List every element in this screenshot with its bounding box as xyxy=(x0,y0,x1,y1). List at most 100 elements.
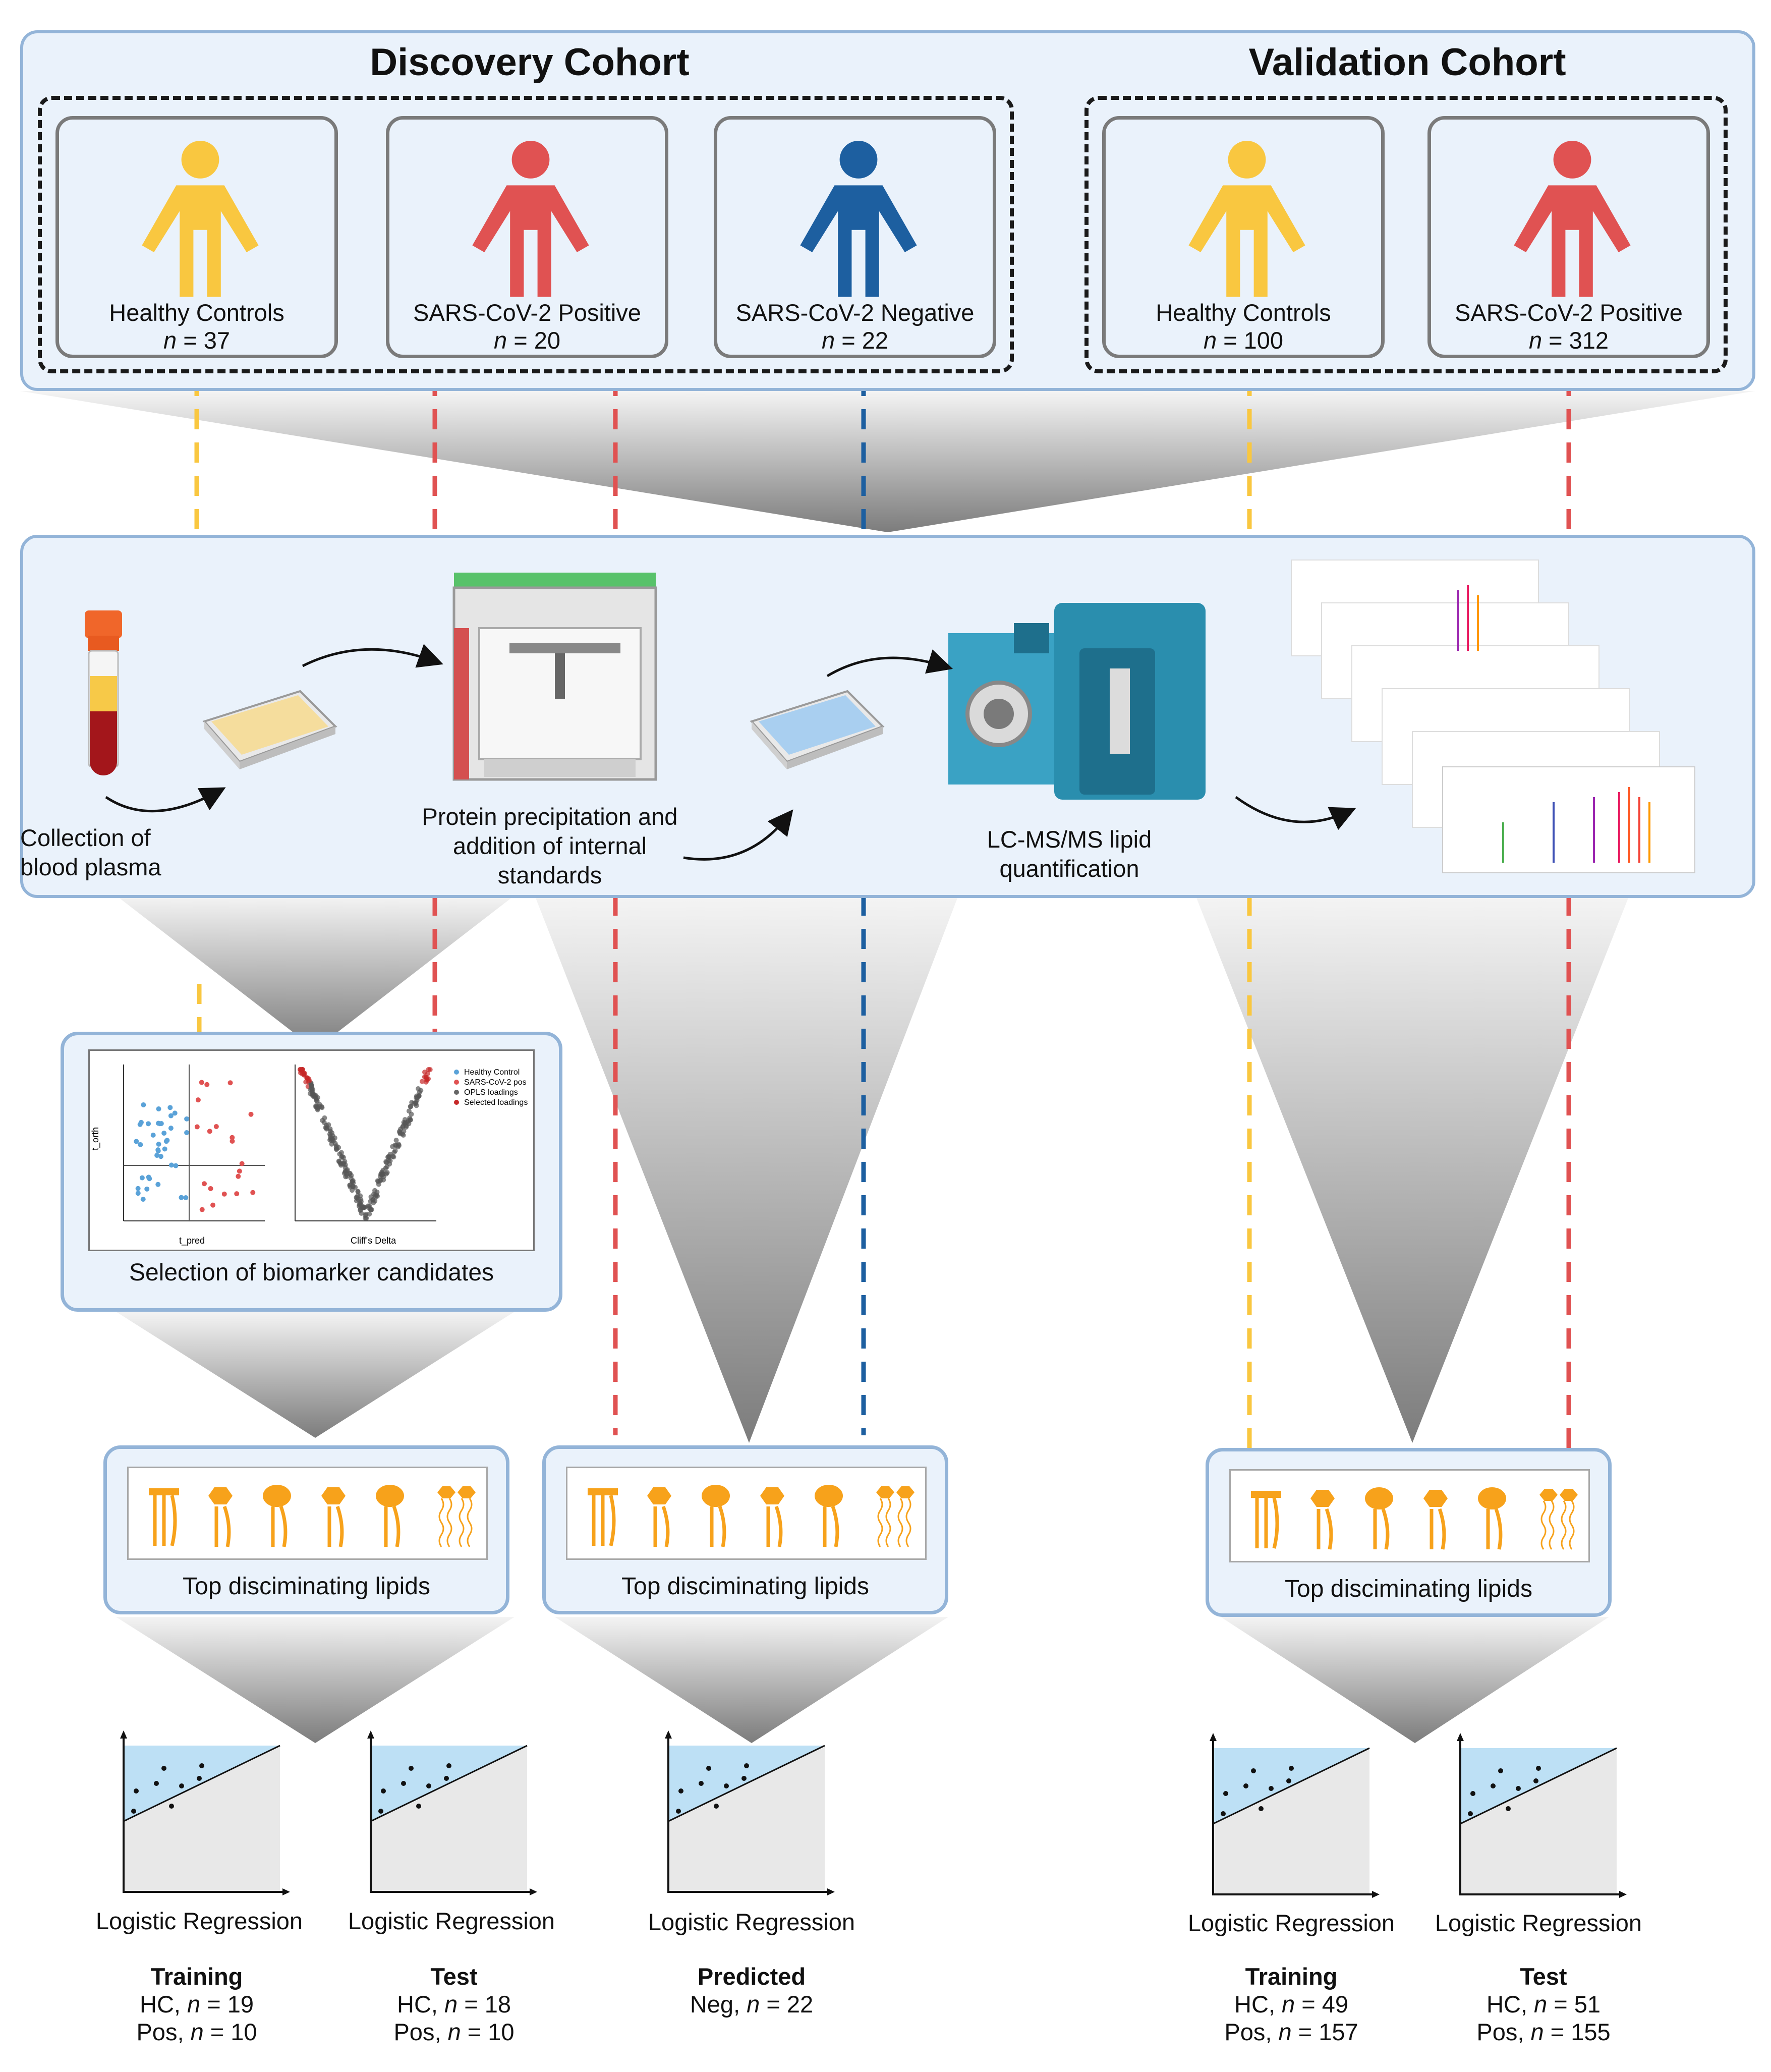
volcano-point xyxy=(350,1188,355,1193)
person-icon xyxy=(472,141,589,297)
volcano-point xyxy=(317,1102,322,1107)
volcano-point xyxy=(375,1178,380,1184)
lipid-icons xyxy=(1251,1487,1578,1550)
funnel-lipids-validation xyxy=(1221,1617,1609,1743)
scatter-point xyxy=(156,1141,161,1147)
scatter-point xyxy=(208,1186,213,1191)
group-card-hc-discovery: Healthy Controls n = 37 xyxy=(55,116,338,358)
biomarker-label: Selection of biomarker candidates xyxy=(129,1259,494,1286)
volcano-point xyxy=(315,1107,320,1112)
scatter-point xyxy=(179,1195,184,1200)
volcano-point xyxy=(355,1189,361,1195)
volcano-point xyxy=(320,1117,325,1123)
legend-item: Healthy Control xyxy=(464,1068,520,1077)
liquid-handler-icon xyxy=(452,573,657,781)
volcano-point xyxy=(364,1215,369,1221)
volcano-point xyxy=(395,1144,401,1150)
person-icon xyxy=(1514,141,1631,297)
scatter-point xyxy=(158,1154,163,1159)
validation-group-box xyxy=(1084,96,1728,373)
volcano-point xyxy=(370,1197,376,1202)
split-count: Neg, n = 22 xyxy=(690,1991,814,2018)
arrow-3 xyxy=(683,809,793,861)
scatter-point xyxy=(154,1153,160,1158)
group-label: SARS-CoV-2 Positive xyxy=(1455,299,1683,326)
arrow-5 xyxy=(1235,796,1356,830)
volcano-point xyxy=(385,1154,390,1160)
lipid-card-validation: Top disciminating lipids xyxy=(1206,1448,1612,1617)
volcano-point xyxy=(313,1092,318,1098)
volcano-point xyxy=(402,1117,408,1123)
funnel-lipids-negative xyxy=(555,1617,948,1743)
group-count: n = 22 xyxy=(822,327,888,354)
scatter-xlabel: t_pred xyxy=(179,1236,205,1246)
group-card-pos-discovery: SARS-CoV-2 Positive n = 20 xyxy=(386,116,668,358)
scatter-point xyxy=(234,1191,240,1197)
funnel-cohorts xyxy=(20,391,1755,532)
split-count: Pos, n = 10 xyxy=(393,2019,515,2045)
volcano-point xyxy=(350,1179,355,1184)
lipid-card-negative: Top disciminating lipids xyxy=(542,1445,948,1614)
volcano-point xyxy=(326,1122,331,1128)
scatter-point xyxy=(184,1116,190,1122)
group-count: n = 20 xyxy=(494,327,560,354)
volcano-point xyxy=(344,1168,350,1174)
regression-label: Logistic Regression xyxy=(1187,1910,1395,1936)
group-label: SARS-CoV-2 Negative xyxy=(735,299,975,326)
discovery-group-box xyxy=(38,96,1014,373)
split-title: Training xyxy=(150,1963,243,1990)
lipid-icons xyxy=(149,1485,476,1547)
person-icon xyxy=(1188,141,1305,297)
scatter-point xyxy=(213,1124,219,1129)
person-icon xyxy=(142,141,259,297)
volcano-point xyxy=(387,1158,393,1163)
volcano-point xyxy=(408,1104,413,1109)
volcano-point xyxy=(366,1203,371,1209)
logistic-regression-plot xyxy=(1457,1733,1627,1898)
volcano-point xyxy=(359,1205,365,1210)
scatter-point xyxy=(146,1174,151,1180)
scatter-point xyxy=(140,1197,146,1202)
scatter-point xyxy=(164,1138,170,1143)
volcano-point xyxy=(426,1067,431,1072)
well-plate-icon xyxy=(202,690,337,769)
volcano-point xyxy=(392,1148,398,1153)
lipid-label: Top disciminating lipids xyxy=(183,1573,430,1600)
scatter-point xyxy=(144,1186,150,1192)
scatter-point xyxy=(150,1133,156,1138)
scatter-point xyxy=(210,1202,216,1208)
volcano-point xyxy=(419,1079,425,1084)
scatter-point xyxy=(250,1190,256,1195)
split-count: Pos, n = 155 xyxy=(1476,2019,1611,2045)
lipid-card-discovery: Top disciminating lipids xyxy=(103,1445,509,1614)
funnel-lipids-discovery xyxy=(116,1617,515,1743)
volcano-point xyxy=(404,1125,409,1130)
split-count: HC, n = 19 xyxy=(140,1991,254,2018)
split-title: Test xyxy=(430,1963,478,1990)
scatter-point xyxy=(168,1126,174,1131)
volcano-xlabel: Cliff's Delta xyxy=(351,1236,396,1246)
scatter-point xyxy=(207,1129,212,1134)
scatter-point xyxy=(227,1080,233,1086)
volcano-point xyxy=(426,1076,431,1082)
volcano-point xyxy=(313,1103,319,1109)
group-label: SARS-CoV-2 Positive xyxy=(413,299,641,326)
workflow-arrows xyxy=(105,644,1356,861)
lipid-strip xyxy=(1229,1469,1590,1562)
volcano-point xyxy=(417,1089,422,1095)
scatter-point xyxy=(230,1138,235,1144)
legend-item: OPLS loadings xyxy=(464,1088,518,1097)
volcano-point xyxy=(354,1198,359,1204)
scatter-point xyxy=(168,1162,174,1168)
scatter-point xyxy=(139,1175,145,1181)
volcano-point xyxy=(367,1211,372,1217)
blood-tube-icon xyxy=(85,610,122,775)
arrow-1 xyxy=(105,787,226,813)
scatter-point xyxy=(146,1121,151,1127)
split-title: Predicted xyxy=(697,1963,806,1990)
group-count: n = 312 xyxy=(1528,327,1609,354)
volcano-point xyxy=(299,1067,305,1072)
split-count: Pos, n = 157 xyxy=(1224,2019,1358,2045)
logistic-regression-plot xyxy=(665,1730,835,1895)
